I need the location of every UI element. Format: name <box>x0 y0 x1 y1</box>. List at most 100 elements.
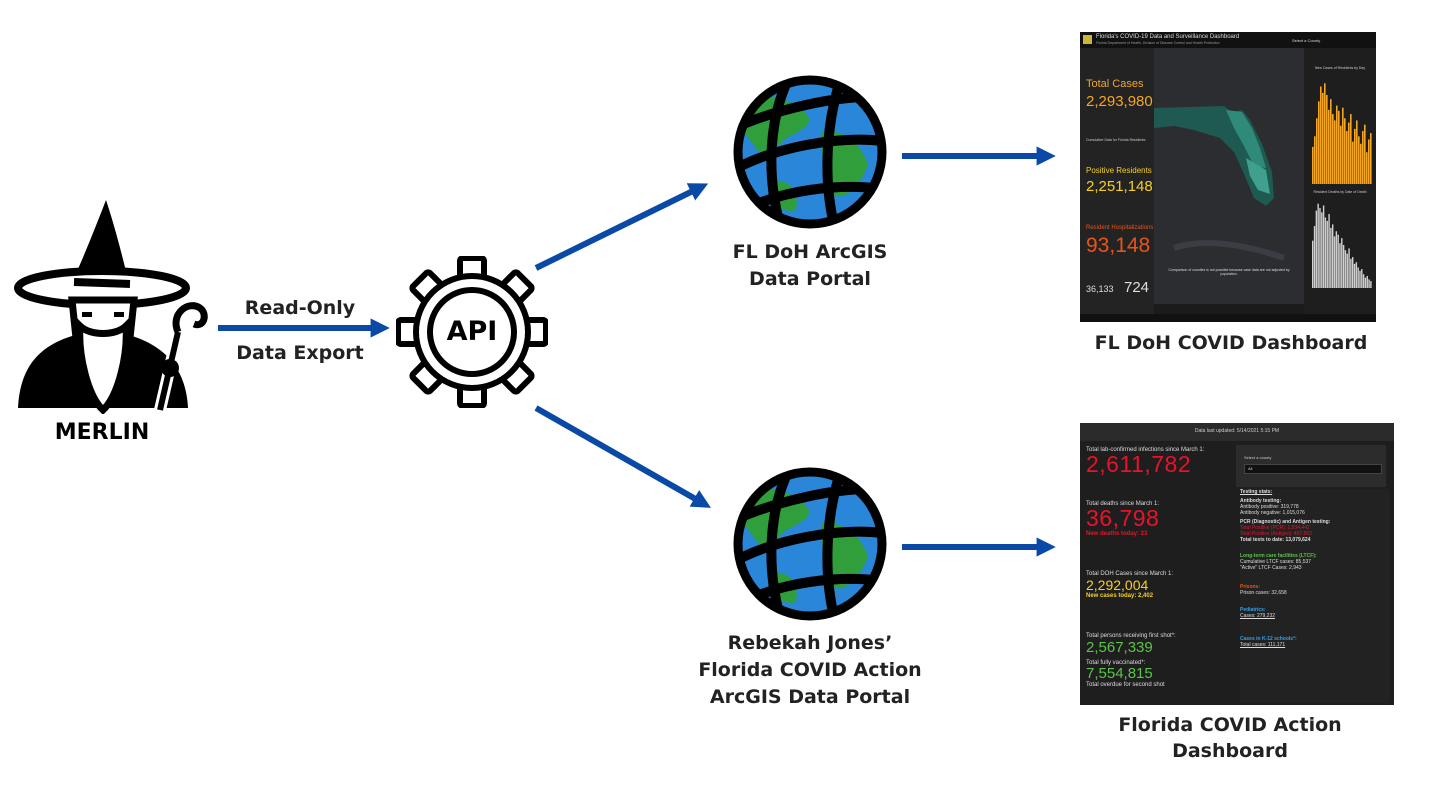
select-county-label: Select a county <box>1244 455 1272 460</box>
new-cases-bar <box>1356 120 1358 184</box>
deaths-bar <box>1370 281 1372 288</box>
deaths-bar <box>1357 267 1359 288</box>
deaths-bar <box>1341 238 1343 288</box>
testing-stats-panel: Testing stats: Antibody testing: Antibod… <box>1240 489 1390 703</box>
new-cases-bar <box>1360 143 1362 184</box>
deaths-bar <box>1328 214 1330 288</box>
new-cases-bar <box>1328 109 1330 184</box>
pediatrics-heading: Pediatrics: <box>1240 607 1266 613</box>
total-cases-label: Total Cases <box>1086 78 1144 90</box>
fully-vaccinated-label: Total fully vaccinated*: <box>1086 660 1146 666</box>
dashboard-tabs <box>1080 314 1376 322</box>
k12-heading: Cases in K-12 schools*: <box>1240 636 1297 642</box>
fully-vaccinated-value: 7,554,815 <box>1086 665 1153 682</box>
fca-dashboard-screenshot: Data last updated: 5/14/2021 5:15 PM Tot… <box>1080 423 1394 705</box>
deaths-bar <box>1324 217 1327 288</box>
deaths-bar <box>1312 240 1314 288</box>
new-cases-bar <box>1366 152 1368 184</box>
deaths-bar <box>1322 205 1325 288</box>
wizard-icon <box>14 200 208 414</box>
deaths-bar <box>1313 226 1316 288</box>
new-cases-bar <box>1342 107 1344 184</box>
new-deaths-text: New deaths today: 23 <box>1086 531 1148 537</box>
dashboard-header: Data last updated: 5/14/2021 5:15 PM <box>1080 423 1394 441</box>
cumulative-note: Cumulative Data for Florida Residents: <box>1086 138 1147 142</box>
dashboard-header: Florida's COVID-19 Data and Surveillance… <box>1080 32 1376 48</box>
deaths-bar <box>1366 275 1368 288</box>
arrow-api-to-rj-portal <box>534 405 712 508</box>
new-cases-bar <box>1312 146 1314 184</box>
antibody-negative: Antibody negative: 1,015,076 <box>1240 510 1305 516</box>
deaths-bar <box>1319 208 1321 288</box>
deaths-bar <box>1361 269 1363 288</box>
new-cases-bar <box>1358 136 1360 184</box>
infections-value: 2,611,782 <box>1086 451 1192 477</box>
new-cases-bar <box>1348 122 1350 184</box>
charts-panel: New Cases of Residents by Day Resident D… <box>1304 48 1376 322</box>
deaths-bar <box>1364 277 1367 288</box>
deaths-bar <box>1359 270 1361 288</box>
pcr-positive: Total Positive (PCR): 1,834,442 <box>1240 525 1310 531</box>
deaths-bar <box>1335 231 1338 288</box>
stats-panel: Total Cases 2,293,980 Cumulative Data fo… <box>1080 48 1154 322</box>
deaths-bar <box>1362 274 1365 288</box>
first-shot-label: Total persons receiving first shot*: <box>1086 633 1176 639</box>
data-export-label: Data Export <box>236 342 364 364</box>
deaths-bar <box>1337 234 1339 288</box>
new-cases-bar <box>1352 141 1354 184</box>
new-cases-bar <box>1346 131 1348 184</box>
deaths-bar <box>1368 279 1370 288</box>
rj-portal-label-line3: ArcGIS Data Portal <box>709 686 911 708</box>
doh-cases-label: Total DOH Cases since March 1: <box>1086 571 1174 577</box>
rj-portal-label-line2: Florida COVID Action <box>698 659 922 681</box>
new-cases-bar <box>1332 114 1334 184</box>
fl-doh-portal-label-line1: FL DoH ArcGIS <box>732 241 888 263</box>
ltcf-heading: Long-term care facilities (LTCF): <box>1240 553 1317 559</box>
new-cases-bar <box>1318 101 1320 184</box>
api-label: API <box>446 316 498 347</box>
k12-total: Total cases: 111,171 <box>1240 642 1286 648</box>
deaths-bar <box>1332 224 1334 288</box>
florida-map: Comparison of counties is not possible b… <box>1154 48 1304 304</box>
county-dropdown-value: All <box>1248 466 1253 471</box>
first-shot-value: 2,567,339 <box>1086 639 1153 656</box>
merlin-label: MERLIN <box>54 420 150 445</box>
fl-doh-portal-label-line2: Data Portal <box>749 268 871 290</box>
deaths-bar <box>1315 210 1318 288</box>
globe-grid-icon <box>733 467 887 621</box>
total-cases-value: 2,293,980 <box>1086 93 1153 110</box>
dashboard-title: Florida's COVID-19 Data and Surveillance… <box>1096 34 1240 40</box>
arrow-api-to-fl-doh-portal <box>534 183 709 271</box>
county-dropdown: All <box>1244 464 1382 474</box>
new-cases-bar <box>1362 131 1364 184</box>
fca-dashboard-label-line2: Dashboard <box>1172 740 1288 762</box>
chart2-title: Resident Deaths by Date of Death <box>1313 190 1367 194</box>
new-cases-bar <box>1338 110 1340 184</box>
infections-label: Total lab-confirmed infections since Mar… <box>1086 447 1205 453</box>
new-cases-bar <box>1336 105 1338 184</box>
hospitalizations-label: Resident Hospitalizations <box>1086 225 1154 231</box>
prison-cases: Prison cases: 32,658 <box>1240 590 1287 596</box>
new-cases-bar <box>1350 114 1352 184</box>
doh-cases-value: 2,292,004 <box>1086 577 1149 593</box>
new-cases-bar <box>1326 94 1328 184</box>
new-cases-bar <box>1320 86 1322 184</box>
new-cases-bar <box>1368 139 1370 184</box>
map-note: Comparison of counties is not possible b… <box>1168 268 1290 276</box>
deaths-bar <box>1344 250 1347 288</box>
deaths-bar <box>1350 258 1352 288</box>
ltcf-active: "Active" LTCF Cases: 2,943 <box>1240 565 1302 571</box>
pcr-heading: PCR (Diagnostic) and Antigen testing: <box>1240 519 1331 525</box>
deaths-bar <box>1348 248 1350 288</box>
fl-doh-dashboard-label: FL DoH COVID Dashboard <box>1094 332 1368 354</box>
deaths-bar <box>1353 263 1356 288</box>
deaths-bar <box>1355 262 1358 288</box>
new-cases-bar <box>1354 128 1356 184</box>
new-cases-bar <box>1340 125 1342 184</box>
deaths-bar <box>1317 203 1319 288</box>
rj-portal-label-line1: Rebekah Jones’ <box>727 632 893 654</box>
deaths-right-value: 724 <box>1124 279 1150 296</box>
prisons-heading: Prisons: <box>1240 584 1261 590</box>
new-cases-bar <box>1314 136 1316 184</box>
